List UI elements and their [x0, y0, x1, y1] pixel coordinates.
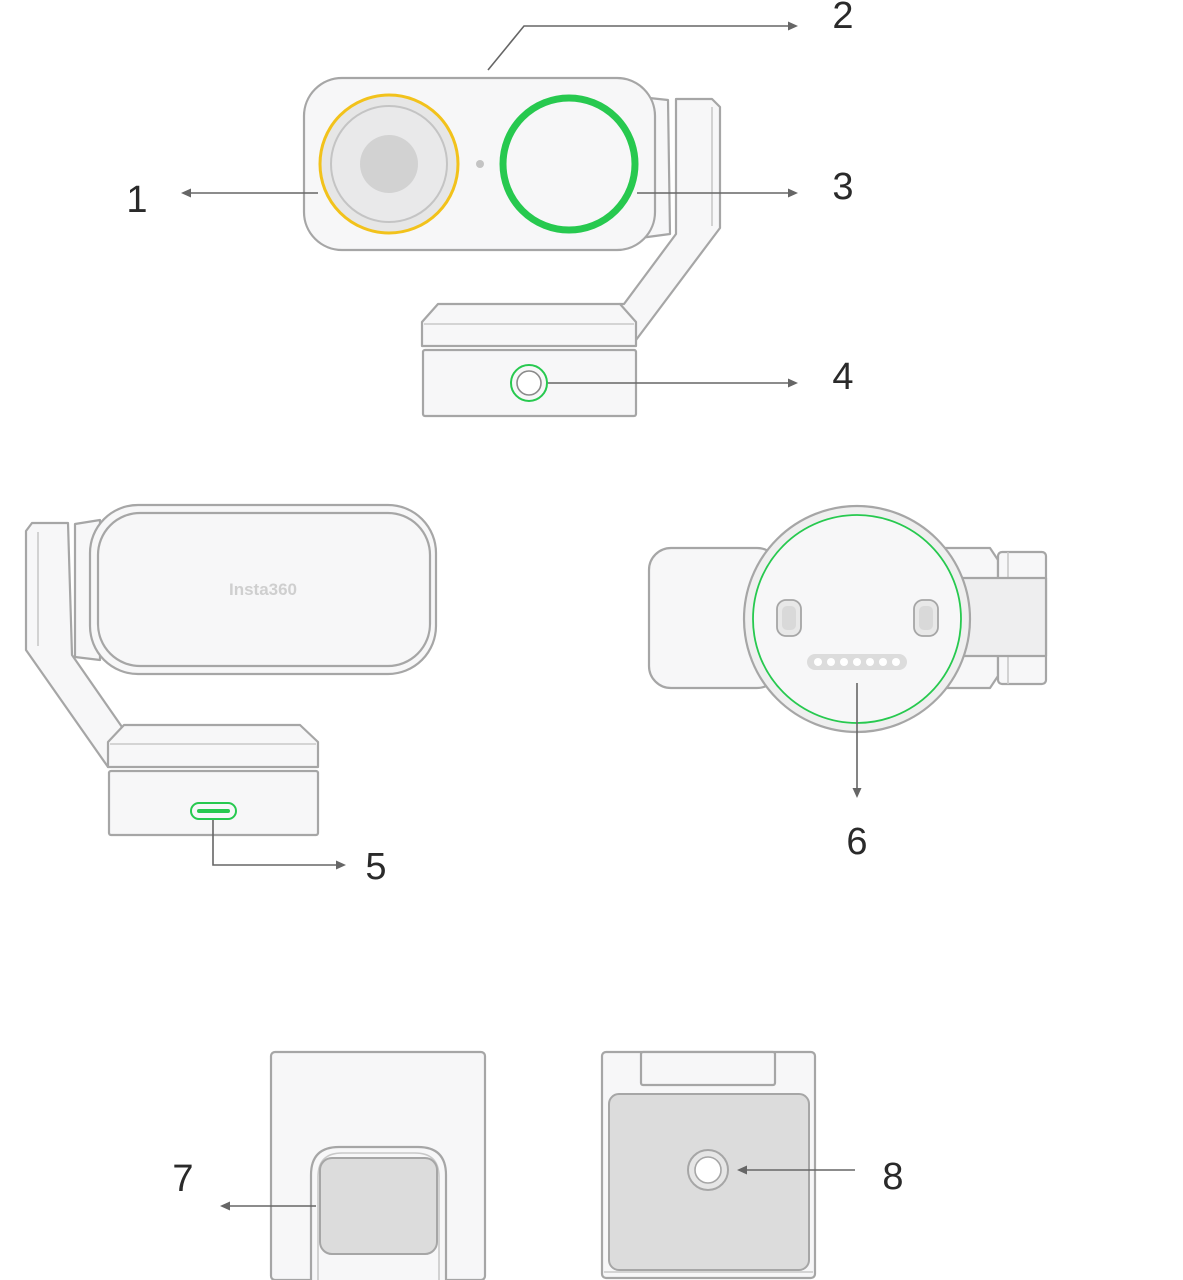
arrowhead-1 [181, 188, 191, 198]
back-panel [96, 511, 432, 668]
arrowhead-4 [788, 378, 798, 388]
lens-glass [360, 135, 418, 193]
callout-numbers: 1 2 3 4 5 6 7 8 [126, 0, 903, 1200]
pogo-pin [879, 658, 887, 666]
magnet-slot-right-inner [919, 606, 933, 630]
pogo-pin [853, 658, 861, 666]
callout-label-5: 5 [365, 846, 386, 888]
tripod-mount-hole-inner [694, 1156, 722, 1184]
magnetic-pad [319, 1157, 438, 1255]
base-front-view [269, 1050, 487, 1280]
brand-logo: Insta360 [229, 580, 297, 599]
callout-label-3: 3 [832, 166, 853, 208]
magnet-slot-left-inner [782, 606, 796, 630]
button-core [516, 370, 542, 396]
callout-label-1: 1 [126, 179, 147, 221]
bottom-view [647, 504, 1048, 734]
callout-label-4: 4 [832, 356, 853, 398]
pogo-pin [866, 658, 874, 666]
pogo-pin [840, 658, 848, 666]
bracket-arm-band [958, 576, 1048, 658]
callout-label-2: 2 [832, 0, 853, 37]
callout-label-6: 6 [846, 821, 867, 863]
front-view [302, 76, 722, 418]
base-bottom-view [600, 1050, 817, 1280]
usb-c-port-slot [197, 809, 230, 813]
green-ring-highlight [499, 94, 639, 234]
base-top [420, 302, 638, 348]
pogo-pin [814, 658, 822, 666]
callout-label-7: 7 [172, 1158, 193, 1200]
callout-leaders [181, 21, 862, 1211]
arrowhead-6 [852, 788, 862, 798]
base-bottom-tab [639, 1050, 777, 1087]
arrowhead-2 [788, 21, 798, 31]
pogo-pin [892, 658, 900, 666]
callout-label-8: 8 [882, 1156, 903, 1198]
arrowhead-3 [788, 188, 798, 198]
arrowhead-8 [737, 1165, 747, 1175]
leader-5 [212, 820, 337, 866]
indicator-dot [476, 160, 484, 168]
arrowhead-7 [220, 1201, 230, 1211]
leader-2 [487, 25, 789, 71]
back-view: Insta360 [24, 503, 438, 837]
base-top-back [106, 723, 320, 769]
pogo-pin [827, 658, 835, 666]
arrowhead-5 [336, 860, 346, 870]
